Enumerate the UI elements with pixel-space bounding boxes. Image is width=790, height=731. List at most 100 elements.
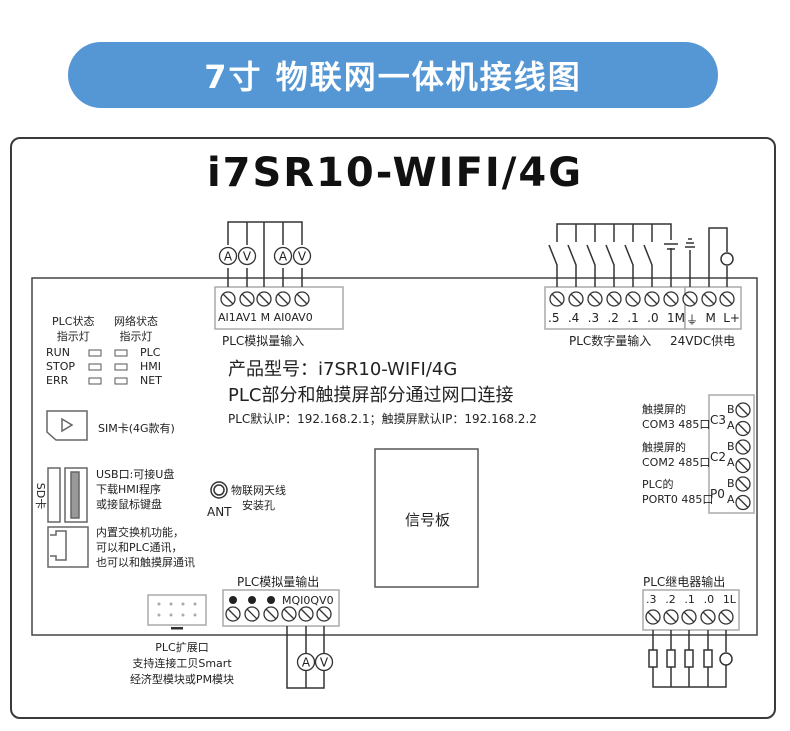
svg-text:A: A — [302, 656, 311, 670]
net-status-header: 网络状态 指示灯 — [114, 315, 158, 343]
voltmeter-icon: V — [314, 652, 334, 672]
power-caption: 24VDC供电 — [670, 334, 736, 348]
power-terminal: ⏚ — [686, 313, 699, 327]
led-stop — [88, 363, 102, 371]
voltmeter-icon: V — [292, 246, 312, 266]
ammeter-icon: A — [218, 246, 238, 266]
serial-pin-label: B — [727, 477, 735, 490]
di-terminal: .0 — [647, 311, 659, 325]
svg-text:V: V — [298, 250, 307, 264]
screw-terminal — [256, 291, 272, 307]
load-icon — [684, 649, 694, 668]
digital-input-block — [544, 286, 686, 330]
svg-text:A: A — [224, 250, 233, 264]
screw-terminal — [735, 420, 751, 437]
plc-led-labels: RUN STOP ERR — [46, 346, 75, 388]
model-title: i7SR10-WIFI/4G — [206, 150, 584, 196]
product-model: 产品型号：i7SR10-WIFI/4G — [228, 359, 458, 380]
signal-board — [374, 448, 479, 588]
led-plc — [114, 349, 128, 357]
dc-source-icon — [720, 252, 734, 266]
screw-terminal — [735, 457, 751, 474]
screw-terminal — [294, 291, 310, 307]
banner-title: 7寸 物联网一体机接线图 — [204, 58, 582, 96]
screw-terminal — [701, 291, 717, 307]
screw-terminal — [281, 606, 297, 622]
analog-output-dots — [229, 596, 275, 604]
load-icon — [648, 649, 658, 668]
serial-code-c3: C3 — [710, 413, 727, 427]
default-ip: PLC默认IP：192.168.2.1；触摸屏默认IP：192.168.2.2 — [228, 412, 537, 426]
power-terminal-labels: ⏚ M L+ — [686, 311, 740, 328]
digital-input-wires — [548, 223, 672, 287]
relay-terminal: 1L — [722, 593, 736, 606]
screw-terminal — [225, 606, 241, 622]
serial-code-c2: C2 — [710, 450, 727, 464]
analog-output-wires — [286, 626, 325, 689]
serial-pin-label: A — [727, 419, 735, 432]
di-terminal: .2 — [607, 311, 619, 325]
device-body — [31, 277, 758, 636]
power-terminal: M — [705, 311, 716, 325]
power-wires — [708, 227, 728, 287]
ethernet-description: 内置交换机功能，可以和PLC通讯，也可以和触摸屏通讯 — [96, 526, 195, 569]
screw-terminal — [719, 291, 735, 307]
led-label-stop: STOP — [46, 360, 75, 373]
di-terminal: 1M — [666, 311, 685, 325]
screw-terminal — [220, 291, 236, 307]
screw-terminal — [735, 439, 751, 455]
antenna-description: 物联网天线安装孔 — [231, 484, 286, 512]
led-label-hmi: HMI — [140, 360, 162, 373]
screw-terminal — [735, 476, 751, 492]
ammeter-icon: A — [273, 246, 293, 266]
connection-note: PLC部分和触摸屏部分通过网口连接 — [228, 385, 514, 406]
load-icon — [703, 649, 713, 668]
screw-terminal — [244, 606, 260, 622]
screw-terminal — [644, 291, 660, 307]
net-led-labels: PLC HMI NET — [140, 346, 162, 388]
di-terminal: .3 — [587, 311, 600, 325]
screw-terminal — [568, 291, 584, 307]
relay-output-wires — [652, 630, 727, 688]
led-label-net: NET — [140, 374, 162, 387]
screw-terminal — [718, 609, 734, 625]
screw-terminal — [735, 402, 751, 418]
screw-terminal — [263, 606, 279, 622]
signal-board-label: 信号板 — [405, 511, 451, 529]
di-terminal: .1 — [627, 311, 639, 325]
relay-terminal: .3 — [646, 593, 657, 606]
ethernet-port — [47, 526, 89, 568]
svg-text:V: V — [320, 656, 329, 670]
analog-output-caption: PLC模拟量输出 — [237, 575, 320, 589]
load-icon — [666, 649, 676, 668]
relay-output-caption: PLC继电器输出 — [643, 575, 726, 589]
antenna-code: ANT — [207, 505, 232, 519]
led-label-err: ERR — [46, 374, 69, 387]
relay-terminal-labels: .3 .2 .1 .0 1L — [646, 593, 736, 606]
led-net — [114, 377, 128, 385]
antenna-hole — [210, 481, 228, 499]
digital-input-caption: PLC数字量输入 — [569, 334, 652, 348]
relay-terminal: .0 — [703, 593, 715, 606]
serial-code-p0: P0 — [710, 487, 725, 501]
screw-terminal — [682, 291, 698, 307]
plc-status-header: PLC状态 指示灯 — [52, 315, 95, 343]
serial-pin-label: B — [727, 403, 735, 416]
expansion-port — [147, 594, 207, 626]
screw-terminal — [549, 291, 565, 307]
screw-terminal — [275, 291, 291, 307]
diagram-frame — [10, 137, 776, 719]
digital-input-terminal-labels: .5 .4 .3 .2 .1 .0 1M — [548, 311, 685, 325]
led-label-run: RUN — [46, 346, 70, 359]
analog-input-caption: PLC模拟量输入 — [222, 334, 305, 348]
sd-slot — [47, 467, 61, 523]
svg-text:A: A — [279, 250, 288, 264]
led-run — [88, 349, 102, 357]
screw-terminal — [587, 291, 603, 307]
ac-source-icon — [719, 652, 733, 666]
usb-description: USB口:可接U盘下载HMI程序或接鼠标键盘 — [96, 468, 175, 511]
page-banner: 7寸 物联网一体机接线图 — [68, 42, 718, 108]
relay-terminal: .2 — [665, 593, 676, 606]
